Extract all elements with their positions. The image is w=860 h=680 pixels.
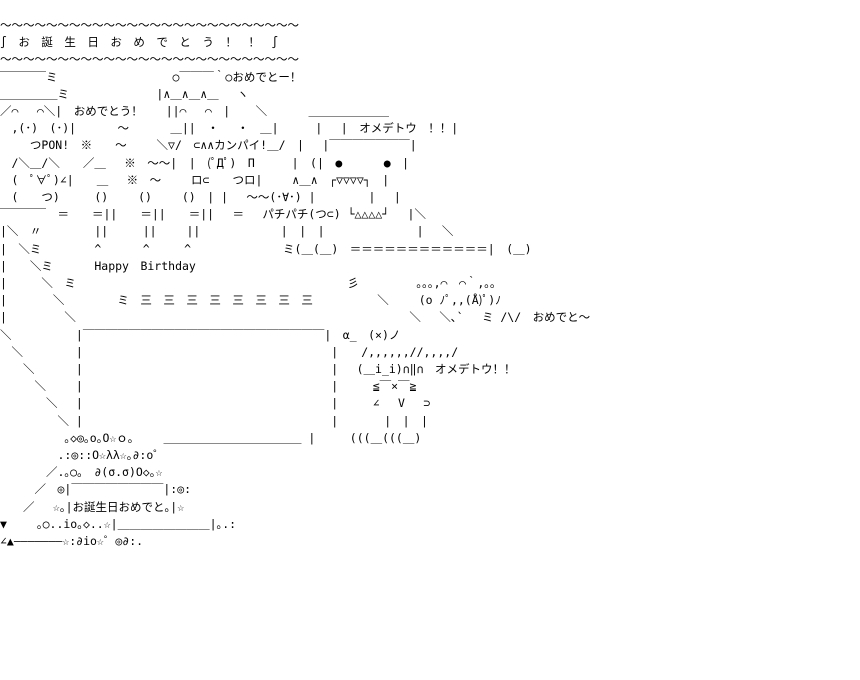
art-line: | ＼ ＼ ＼､` ミ /\/ おめでと〜 (0, 310, 591, 325)
art-line: ＿＿＿＿＿ミ |∧＿∧＿∧＿ ヽ (0, 86, 249, 101)
art-line: | ＼ ミ 彡 ｡｡｡,⌒ ⌒｀,｡｡ (0, 276, 496, 290)
art-line: /＼＿/＼ ／＿ ※ 〜〜| | (ﾟДﾟ) Π | (| ● ● | (0, 155, 410, 170)
art-line: ／ ☆｡|お誕生日おめでと｡|☆ (0, 499, 185, 514)
art-line: ＼ | | ≦￣×￣≧ (0, 379, 417, 394)
art-line: ∠▲―――――――☆:∂io☆゜◎∂:. (0, 534, 144, 548)
art-line: | ＼ミ Happy Birthday (0, 258, 196, 273)
art-line: | ＼ ミ 三 三 三 三 三 三 三 三 ＼ (o ﾉﾟ,,(Å)ﾟ)ﾉ (0, 293, 501, 308)
art-line: .:◎::O☆λλ☆｡∂:o゜ (0, 448, 165, 462)
art-line: ∫ お 誕 生 日 お め で と う ！ ！ ∫ (0, 35, 279, 50)
art-line: ／ ◎|￣￣￣￣￣￣￣￣|:◎: (0, 482, 192, 497)
art-line: ／.｡○｡ ∂(σ.σ)O◇｡☆ (0, 465, 163, 480)
art-line: ～～～～～～～～～～～～～～～～～～～～～～～～～～ (0, 52, 299, 67)
art-line: ￣￣￣￣ミ ○￣￣￣｀○おめでとー！ (0, 69, 302, 84)
art-line: ／⌒ ⌒＼| おめでとう！ ||⌒ ⌒ | ＼ ＿＿＿＿＿＿＿ (0, 104, 390, 118)
art-line: ｡◇◎｡o｡O☆ｏ｡ ＿＿＿＿＿＿＿＿＿＿＿＿ | (((＿(((＿) (0, 430, 422, 445)
art-line: ＼ |￣￣￣￣￣￣￣￣￣￣￣￣￣￣￣￣￣￣￣￣￣| α_ (×)ノ (0, 327, 401, 342)
art-line: ＼ | | /,,,,,,//,,,,/ (0, 344, 459, 359)
art-line: ＼ | | (＿i_i)∩‖∩ オメデトウ！！ (0, 362, 516, 376)
art-line: |＼ 〃 || || || | | | | ＼ (0, 224, 454, 239)
art-line: つPON! ※ 〜 ＼▽/ ⊂∧∧カンパイ!＿/ | |￣￣￣￣￣￣￣| (0, 138, 417, 153)
art-line: | ＼ミ ^ ^ ^ ミ(＿(＿) ＝＝＝＝＝＝＝＝＝＝＝＝| (＿) (0, 241, 532, 256)
art-line: ～～～～～～～～～～～～～～～～～～～～～～～～～～ (0, 18, 299, 32)
art-line: ＼ | | | | | (0, 413, 428, 428)
art-line: ( ﾟ∀ﾟ)∠| ＿ ※ 〜 ロ⊂ つロ| ∧＿∧ ┌▽▽▽▽┐ | (0, 172, 390, 187)
art-line: ( つ) () () () | | 〜〜(･∀･) | | | (0, 190, 401, 204)
art-line: ▼ ｡○..io｡◇..☆|＿＿＿＿＿＿＿＿|｡.: (0, 516, 237, 531)
art-line: ￣￣￣￣ ＝ ＝|| ＝|| ＝|| ＝ パチパチ(つ⊂) └△△△△┘ |＼ (0, 207, 426, 222)
art-line: ,(･) (･)| 〜 ＿|| ・ ・ ＿| | | オメデトウ ！！| (0, 121, 459, 136)
art-line: ＼ | | ∠ V ⊃ (0, 396, 431, 411)
